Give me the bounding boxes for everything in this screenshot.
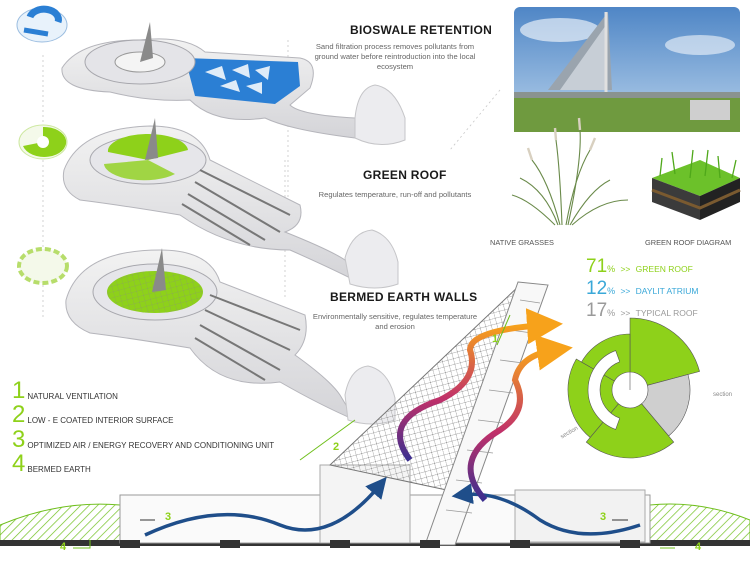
legend-text: ATURAL VENTILATION (33, 391, 118, 401)
legend-first-letter: B (27, 465, 33, 474)
bermed-platform (65, 248, 396, 425)
green-roof-block-image (651, 149, 741, 220)
green-roof-diagram-caption: GREEN ROOF DIAGRAM (645, 238, 732, 247)
stat-label: GREEN ROOF (635, 264, 693, 274)
legend-first-letter: L (27, 416, 32, 425)
stat-value: 71 (586, 256, 608, 277)
green-roof-description: Regulates temperature, run-off and pollu… (318, 190, 472, 199)
stat-unit: % (607, 308, 616, 318)
legend-number: 3 (12, 425, 26, 453)
legend-first-letter: O (27, 440, 34, 450)
marker-4-left: 4 (60, 541, 67, 553)
stat-arrow: >> (620, 264, 631, 274)
bioswale-thumbnail (16, 5, 68, 43)
section-label-a: section (713, 392, 733, 398)
roof-pie-diagram (567, 317, 700, 459)
stat-unit: % (607, 264, 616, 274)
bermed-description: Environmentally sensitive, regulates tem… (312, 312, 478, 331)
stat-unit: % (607, 286, 616, 296)
marker-4-right: 4 (695, 541, 702, 553)
stat-value: 17 (586, 300, 608, 321)
legend-text: ERMED EARTH (32, 465, 91, 474)
stat-row: 12% >> DAYLIT ATRIUM (586, 279, 698, 301)
bioswale-title: BIOSWALE RETENTION (350, 23, 493, 37)
legend-number: 1 (12, 376, 26, 404)
legend-number: 2 (12, 401, 26, 428)
stat-label: TYPICAL ROOF (635, 308, 698, 318)
native-grasses-caption: NATIVE GRASSES (490, 238, 554, 247)
marker-3-right: 3 (600, 511, 607, 523)
native-grasses-image (511, 117, 629, 226)
stat-label: DAYLIT ATRIUM (635, 286, 699, 296)
green-roof-title: GREEN ROOF (363, 168, 447, 182)
marker-2: 2 (333, 441, 340, 453)
pie-segment (629, 317, 700, 386)
legend-text: PTIMIZED AIR / ENERGY RECOVERY AND CONDI… (33, 440, 275, 450)
bioswale-platform (61, 22, 406, 145)
bioswale-description: Sand filtration process removes pollutan… (314, 42, 476, 71)
green-roof-platform (62, 118, 399, 289)
legend-first-letter: N (27, 391, 34, 401)
pie-segment (641, 374, 691, 437)
building-photo (514, 7, 740, 132)
marker-3-left: 3 (165, 511, 172, 523)
stat-arrow: >> (620, 308, 631, 318)
stat-arrow: >> (620, 286, 631, 296)
bermed-thumbnail (17, 247, 69, 285)
stat-row: 17% >> TYPICAL ROOF (586, 301, 698, 323)
stat-row: 71% >> GREEN ROOF (586, 257, 698, 279)
stat-value: 12 (586, 278, 608, 299)
pie-segment (587, 350, 621, 430)
building-section (0, 281, 750, 549)
bermed-title: BERMED EARTH WALLS (330, 290, 478, 304)
legend-number: 4 (12, 450, 26, 477)
legend-text: OW - E COATED INTERIOR SURFACE (31, 416, 174, 425)
marker-1: 1 (492, 333, 499, 345)
green-roof-thumbnail (18, 124, 68, 160)
